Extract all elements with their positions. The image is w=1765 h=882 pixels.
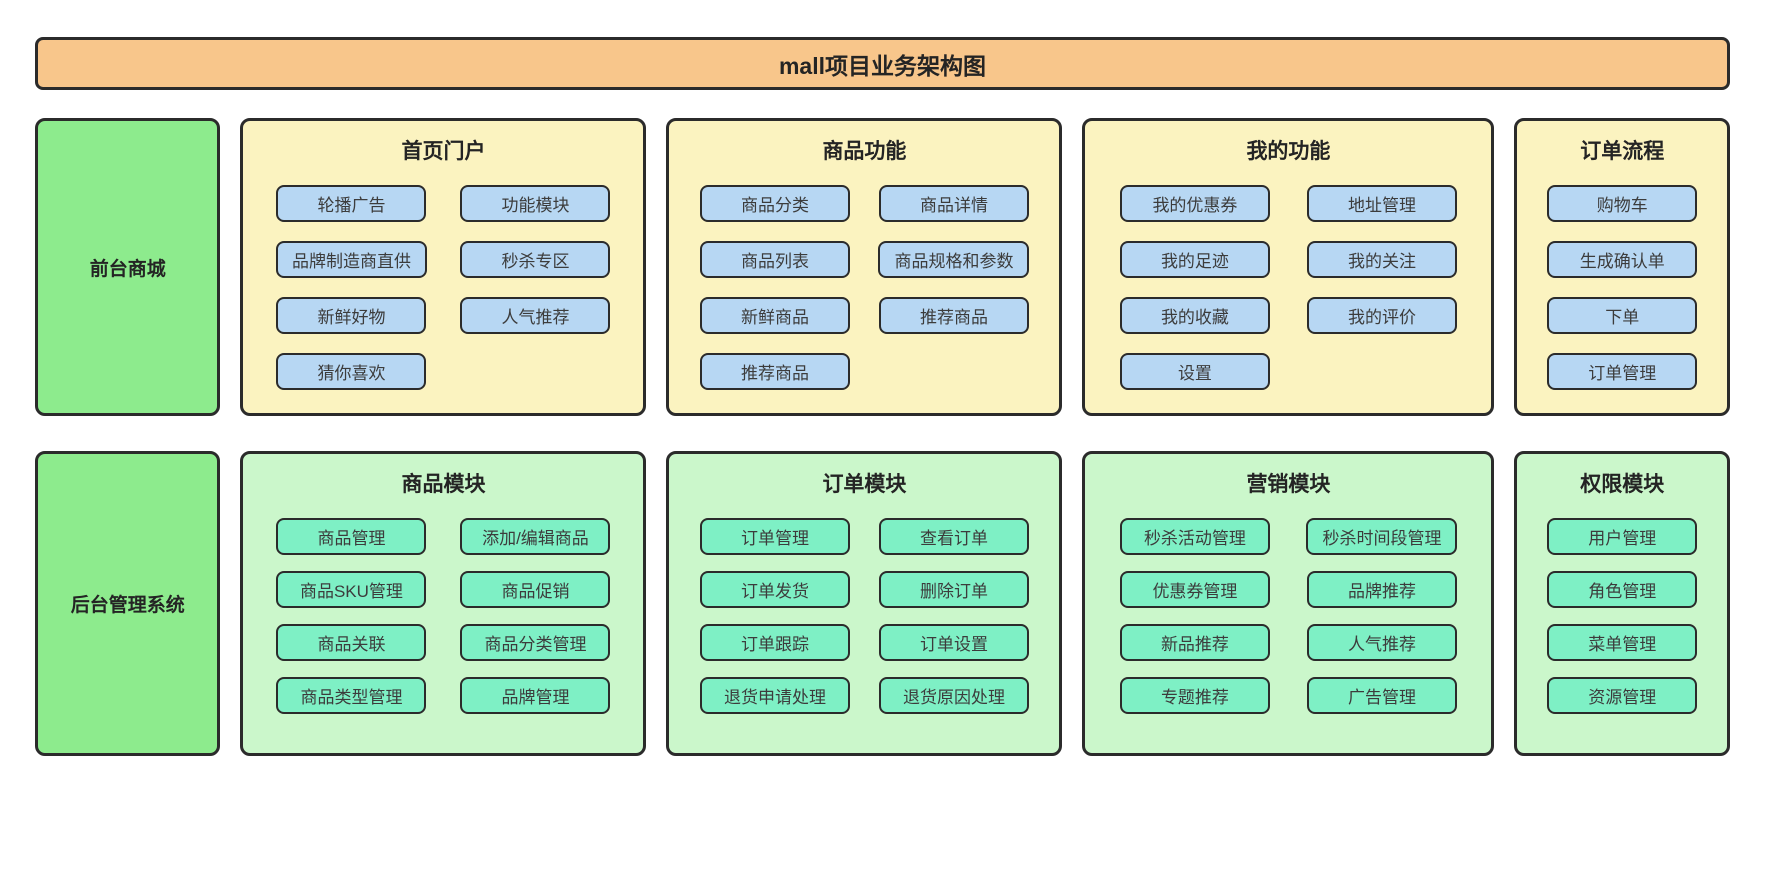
node-permission-module-1-4: 资源管理: [1547, 677, 1698, 714]
node-product-module-2-2: 商品促销: [460, 571, 611, 608]
node-my-features-2-3: 我的评价: [1306, 297, 1457, 334]
row-label-back-admin: 后台管理系统: [35, 451, 221, 756]
section-product-features: 商品功能商品分类商品列表新鲜商品推荐商品商品详情商品规格和参数推荐商品: [666, 118, 1063, 416]
column-1-product-features: 商品分类商品列表新鲜商品推荐商品: [685, 185, 864, 390]
node-marketing-module-2-1: 秒杀时间段管理: [1306, 518, 1458, 555]
column-1-home-portal: 轮播广告品牌制造商直供新鲜好物猜你喜欢: [259, 185, 443, 390]
column-1-order-flow: 购物车生成确认单下单订单管理: [1533, 185, 1711, 390]
node-home-portal-2-1: 功能模块: [460, 185, 611, 222]
node-product-features-1-3: 新鲜商品: [699, 297, 850, 334]
node-product-module-1-3: 商品关联: [276, 624, 427, 661]
column-2-marketing-module: 秒杀时间段管理品牌推荐人气推荐广告管理: [1288, 518, 1475, 714]
section-columns-home-portal: 轮播广告品牌制造商直供新鲜好物猜你喜欢功能模块秒杀专区人气推荐: [259, 185, 627, 390]
node-marketing-module-1-1: 秒杀活动管理: [1119, 518, 1270, 555]
node-my-features-1-4: 设置: [1119, 353, 1270, 390]
node-product-features-2-1: 商品详情: [878, 185, 1029, 222]
node-product-module-1-4: 商品类型管理: [276, 677, 427, 714]
node-order-module-1-1: 订单管理: [699, 518, 850, 555]
diagram-body: 前台商城首页门户轮播广告品牌制造商直供新鲜好物猜你喜欢功能模块秒杀专区人气推荐商…: [35, 118, 1730, 756]
node-permission-module-1-3: 菜单管理: [1547, 624, 1698, 661]
column-1-product-module: 商品管理商品SKU管理商品关联商品类型管理: [259, 518, 443, 714]
node-home-portal-1-1: 轮播广告: [276, 185, 427, 222]
row-label-front-mall: 前台商城: [35, 118, 221, 416]
node-my-features-1-2: 我的足迹: [1119, 241, 1270, 278]
section-marketing-module: 营销模块秒杀活动管理优惠券管理新品推荐专题推荐秒杀时间段管理品牌推荐人气推荐广告…: [1082, 451, 1495, 756]
node-order-module-2-4: 退货原因处理: [878, 677, 1029, 714]
section-columns-marketing-module: 秒杀活动管理优惠券管理新品推荐专题推荐秒杀时间段管理品牌推荐人气推荐广告管理: [1101, 518, 1475, 714]
section-product-module: 商品模块商品管理商品SKU管理商品关联商品类型管理添加/编辑商品商品促销商品分类…: [240, 451, 647, 756]
node-product-features-1-4: 推荐商品: [699, 353, 850, 390]
section-title-product-features: 商品功能: [822, 140, 907, 163]
node-product-module-2-3: 商品分类管理: [460, 624, 611, 661]
section-order-module: 订单模块订单管理订单发货订单跟踪退货申请处理查看订单删除订单订单设置退货原因处理: [666, 451, 1063, 756]
node-permission-module-1-1: 用户管理: [1547, 518, 1698, 555]
node-product-module-1-1: 商品管理: [276, 518, 427, 555]
column-2-product-module: 添加/编辑商品商品促销商品分类管理品牌管理: [443, 518, 627, 714]
column-2-product-features: 商品详情商品规格和参数推荐商品: [864, 185, 1043, 390]
node-order-module-1-3: 订单跟踪: [699, 624, 850, 661]
node-order-module-1-2: 订单发货: [699, 571, 850, 608]
node-product-module-2-4: 品牌管理: [460, 677, 611, 714]
node-order-module-2-2: 删除订单: [878, 571, 1029, 608]
section-columns-permission-module: 用户管理角色管理菜单管理资源管理: [1533, 518, 1711, 714]
section-home-portal: 首页门户轮播广告品牌制造商直供新鲜好物猜你喜欢功能模块秒杀专区人气推荐: [240, 118, 647, 416]
node-marketing-module-2-2: 品牌推荐: [1306, 571, 1457, 608]
node-product-features-2-3: 推荐商品: [878, 297, 1029, 334]
section-title-home-portal: 首页门户: [401, 140, 486, 163]
mall-architecture-diagram: mall项目业务架构图 前台商城首页门户轮播广告品牌制造商直供新鲜好物猜你喜欢功…: [35, 37, 1730, 756]
node-marketing-module-1-3: 新品推荐: [1119, 624, 1270, 661]
column-2-my-features: 地址管理我的关注我的评价: [1288, 185, 1475, 390]
section-columns-order-module: 订单管理订单发货订单跟踪退货申请处理查看订单删除订单订单设置退货原因处理: [685, 518, 1043, 714]
node-permission-module-1-2: 角色管理: [1547, 571, 1698, 608]
node-order-module-1-4: 退货申请处理: [699, 677, 850, 714]
column-2-order-module: 查看订单删除订单订单设置退货原因处理: [864, 518, 1043, 714]
node-order-module-2-1: 查看订单: [878, 518, 1029, 555]
section-title-order-module: 订单模块: [822, 473, 907, 496]
diagram-title: mall项目业务架构图: [35, 37, 1730, 90]
section-title-order-flow: 订单流程: [1580, 140, 1665, 163]
node-my-features-1-1: 我的优惠券: [1119, 185, 1270, 222]
node-order-flow-1-1: 购物车: [1547, 185, 1698, 222]
section-order-flow: 订单流程购物车生成确认单下单订单管理: [1514, 118, 1730, 416]
section-title-my-features: 我的功能: [1246, 140, 1331, 163]
node-product-module-1-2: 商品SKU管理: [276, 571, 427, 608]
node-order-flow-1-4: 订单管理: [1547, 353, 1698, 390]
node-home-portal-2-2: 秒杀专区: [460, 241, 611, 278]
node-product-module-2-1: 添加/编辑商品: [460, 518, 611, 555]
node-marketing-module-2-4: 广告管理: [1306, 677, 1457, 714]
section-my-features: 我的功能我的优惠券我的足迹我的收藏设置地址管理我的关注我的评价: [1082, 118, 1495, 416]
node-product-features-1-1: 商品分类: [699, 185, 850, 222]
node-order-module-2-3: 订单设置: [878, 624, 1029, 661]
section-title-marketing-module: 营销模块: [1246, 473, 1331, 496]
node-product-features-1-2: 商品列表: [699, 241, 850, 278]
column-1-my-features: 我的优惠券我的足迹我的收藏设置: [1101, 185, 1288, 390]
node-my-features-2-1: 地址管理: [1306, 185, 1457, 222]
node-home-portal-2-3: 人气推荐: [460, 297, 611, 334]
section-columns-product-features: 商品分类商品列表新鲜商品推荐商品商品详情商品规格和参数推荐商品: [685, 185, 1043, 390]
node-marketing-module-1-2: 优惠券管理: [1119, 571, 1270, 608]
section-title-permission-module: 权限模块: [1580, 473, 1665, 496]
node-order-flow-1-2: 生成确认单: [1547, 241, 1698, 278]
column-2-home-portal: 功能模块秒杀专区人气推荐: [443, 185, 627, 390]
section-permission-module: 权限模块用户管理角色管理菜单管理资源管理: [1514, 451, 1730, 756]
node-my-features-1-3: 我的收藏: [1119, 297, 1270, 334]
node-home-portal-1-4: 猜你喜欢: [276, 353, 427, 390]
row-back-admin: 后台管理系统商品模块商品管理商品SKU管理商品关联商品类型管理添加/编辑商品商品…: [35, 451, 1730, 756]
row-front-mall: 前台商城首页门户轮播广告品牌制造商直供新鲜好物猜你喜欢功能模块秒杀专区人气推荐商…: [35, 118, 1730, 416]
node-home-portal-1-3: 新鲜好物: [276, 297, 427, 334]
node-product-features-2-2: 商品规格和参数: [878, 241, 1030, 278]
section-title-product-module: 商品模块: [401, 473, 486, 496]
node-marketing-module-1-4: 专题推荐: [1119, 677, 1270, 714]
section-columns-product-module: 商品管理商品SKU管理商品关联商品类型管理添加/编辑商品商品促销商品分类管理品牌…: [259, 518, 627, 714]
column-1-order-module: 订单管理订单发货订单跟踪退货申请处理: [685, 518, 864, 714]
node-order-flow-1-3: 下单: [1547, 297, 1698, 334]
node-my-features-2-2: 我的关注: [1306, 241, 1457, 278]
column-1-permission-module: 用户管理角色管理菜单管理资源管理: [1533, 518, 1711, 714]
column-1-marketing-module: 秒杀活动管理优惠券管理新品推荐专题推荐: [1101, 518, 1288, 714]
node-home-portal-1-2: 品牌制造商直供: [275, 241, 427, 278]
section-columns-my-features: 我的优惠券我的足迹我的收藏设置地址管理我的关注我的评价: [1101, 185, 1475, 390]
section-columns-order-flow: 购物车生成确认单下单订单管理: [1533, 185, 1711, 390]
node-marketing-module-2-3: 人气推荐: [1306, 624, 1457, 661]
